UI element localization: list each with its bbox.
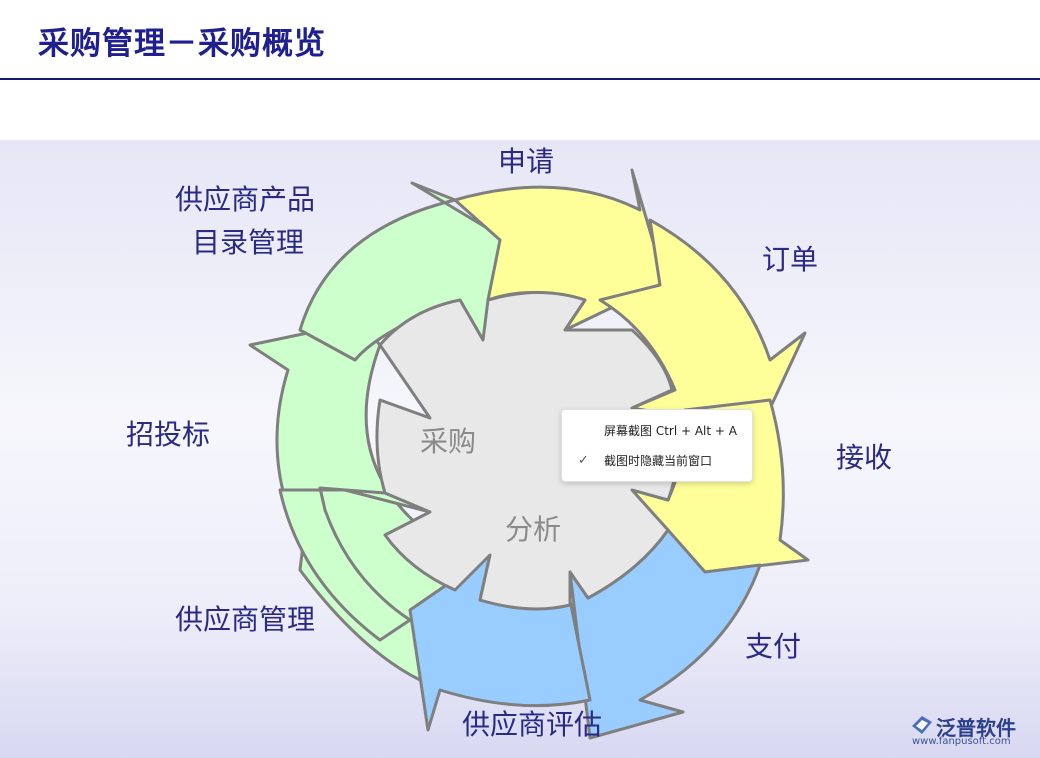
- step-label-receive: 接收: [836, 441, 893, 474]
- step-label-order: 订单: [762, 243, 819, 276]
- menu-item-screenshot-label: 屏幕截图 Ctrl + Alt + A: [604, 424, 737, 438]
- title-divider: [0, 78, 1040, 80]
- check-icon: ✓: [578, 453, 589, 468]
- context-menu: 屏幕截图 Ctrl + Alt + A ✓ 截图时隐藏当前窗口: [561, 409, 753, 482]
- step-label-bidding: 招投标: [126, 418, 211, 451]
- arrow-green-head-top: [298, 181, 504, 362]
- step-label-apply: 申请: [498, 145, 555, 178]
- center-shape: [375, 291, 678, 611]
- logo-name: 泛普软件: [936, 716, 1016, 740]
- brand-logo: 泛普软件 www.fanpusoft.com: [910, 712, 1035, 752]
- arrow-green-lower: [278, 486, 432, 642]
- menu-item-hide-window[interactable]: ✓ 截图时隐藏当前窗口: [562, 446, 752, 476]
- step-label-supplier: 供应商管理: [175, 603, 316, 636]
- menu-item-hide-window-label: 截图时隐藏当前窗口: [604, 454, 713, 468]
- page-title: 采购管理－采购概览: [38, 26, 326, 62]
- center-label-line2: 分析: [505, 513, 562, 546]
- step-label-catalog-line1: 供应商产品: [175, 183, 316, 216]
- step-label-evaluate: 供应商评估: [462, 708, 603, 741]
- header: 采购管理－采购概览: [0, 0, 1040, 80]
- logo-url: www.fanpusoft.com: [912, 736, 1011, 747]
- center-label-line1: 采购: [420, 425, 477, 458]
- step-label-catalog-line2: 目录管理: [192, 226, 305, 259]
- logo-icon: [912, 716, 932, 734]
- step-label-pay: 支付: [745, 630, 802, 663]
- menu-item-screenshot[interactable]: 屏幕截图 Ctrl + Alt + A: [562, 416, 752, 446]
